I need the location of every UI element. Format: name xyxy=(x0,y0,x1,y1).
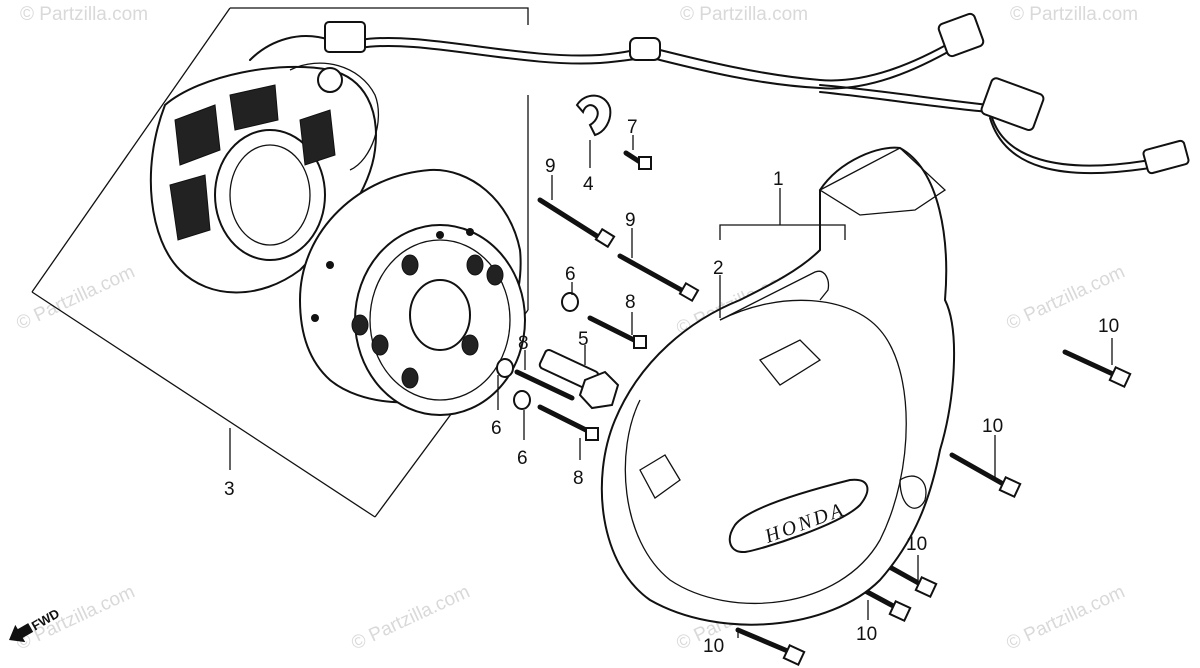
watermark-text: © Partzilla.com xyxy=(1003,581,1128,654)
callout-9: 9 xyxy=(625,210,636,231)
callout-8: 8 xyxy=(518,333,529,354)
callout-10: 10 xyxy=(856,624,877,645)
callout-10: 10 xyxy=(1098,316,1119,337)
watermark-text: © Partzilla.com xyxy=(680,4,808,25)
flywheel xyxy=(298,168,526,416)
forward-arrow-icon xyxy=(9,623,34,643)
callout-1: 1 xyxy=(773,169,784,190)
callout-2: 2 xyxy=(713,258,724,279)
callout-7: 7 xyxy=(627,117,638,138)
callout-5: 5 xyxy=(578,329,589,350)
callout-6: 6 xyxy=(565,264,576,285)
watermark-text: © Partzilla.com xyxy=(1010,4,1138,25)
callout-10: 10 xyxy=(906,534,927,555)
callout-10: 10 xyxy=(982,416,1003,437)
callout-3: 3 xyxy=(224,479,235,500)
watermark-text: © Partzilla.com xyxy=(348,581,473,654)
callout-6: 6 xyxy=(491,418,502,439)
wire-clamp xyxy=(575,94,612,137)
leader-lines xyxy=(497,135,1113,638)
callout-8: 8 xyxy=(625,292,636,313)
watermark-text: © Partzilla.com xyxy=(20,4,148,25)
bolts xyxy=(496,150,1132,667)
callouts: 1 2 3 4 5 6 6 6 7 8 8 8 9 9 10 10 10 10 … xyxy=(224,117,1119,657)
wire-harness xyxy=(249,12,1190,175)
callout-10: 10 xyxy=(703,636,724,657)
left-crankcase-cover: HONDA xyxy=(600,146,956,626)
callout-9: 9 xyxy=(545,156,556,177)
callout-6: 6 xyxy=(517,448,528,469)
watermark-text: © Partzilla.com xyxy=(13,261,138,334)
callout-4: 4 xyxy=(583,174,594,195)
cover-gasket xyxy=(719,270,830,321)
callout-8: 8 xyxy=(573,468,584,489)
